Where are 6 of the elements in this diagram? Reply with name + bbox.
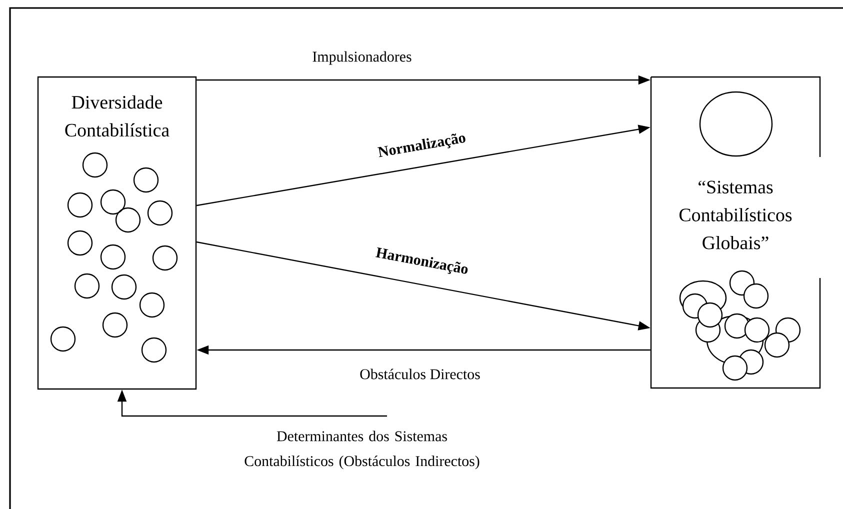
edge-label: Determinantes dos Sistemas Contabilísticos (Obstáculos Indirectos) bbox=[244, 430, 480, 470]
box-label: Diversidade Contabilística bbox=[65, 95, 170, 137]
edge-label: Normalização bbox=[378, 133, 466, 158]
edge-label: Impulsionadores bbox=[312, 51, 412, 65]
edge-label: Obstáculos Directos bbox=[360, 368, 480, 380]
box-label: “Sistemas Contabilísticos Globais” bbox=[680, 180, 792, 250]
